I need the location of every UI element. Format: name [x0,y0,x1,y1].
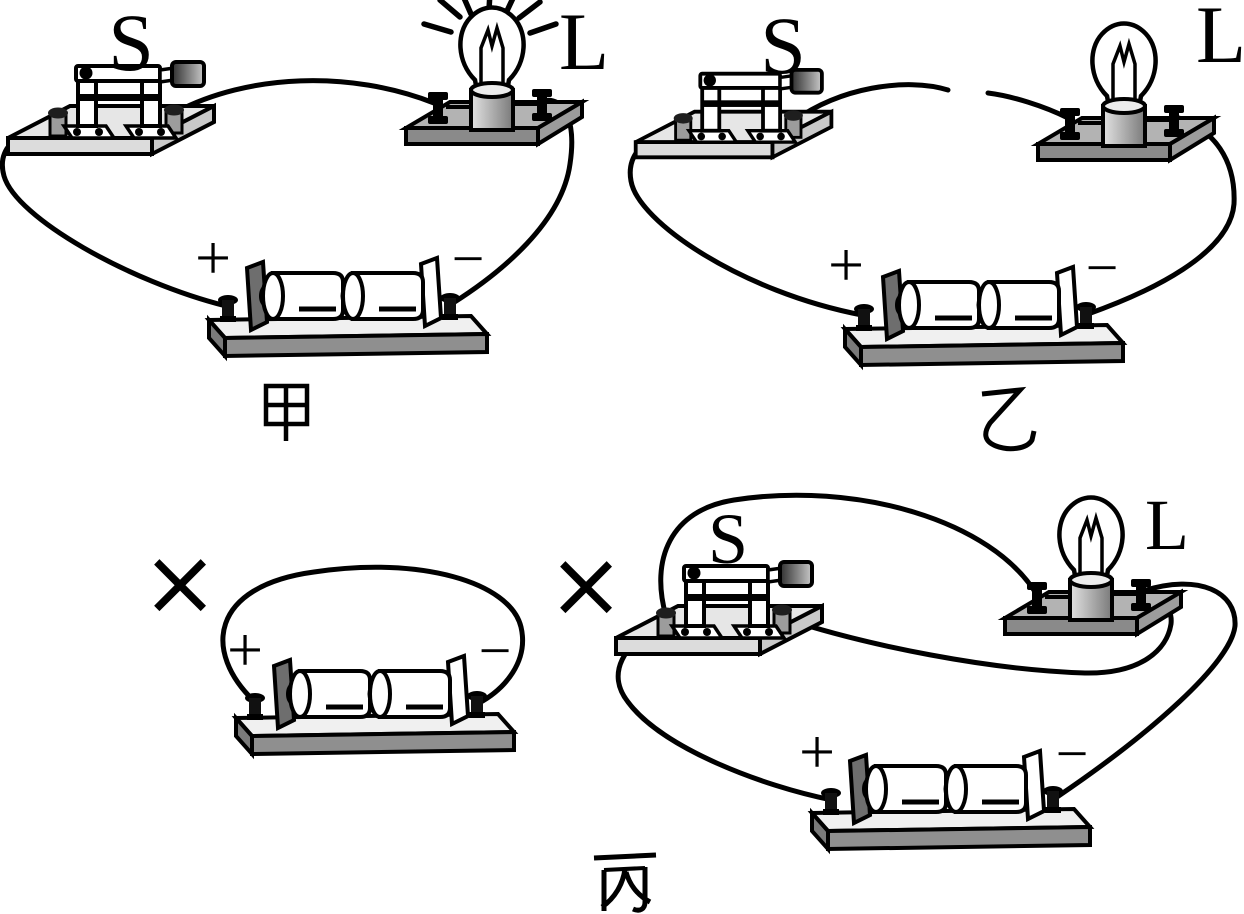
wrong-cross-mark: × [547,531,624,638]
figure-bing: + − × S L + − × [141,485,1238,913]
battery [209,258,487,356]
switch-label: S [760,0,806,91]
circuit-yi: S L + − [627,0,1244,452]
battery [812,751,1090,849]
caption-yi-glyph [981,386,1037,452]
wrong-cross-mark: × [141,529,218,636]
battery [236,656,514,754]
wire-short-loop [220,564,525,706]
wire-break-to-lamp [985,90,1071,121]
wire-over-switch-to-lamp [658,492,1040,619]
bing-right-short-circuit: S L + − × [547,485,1238,849]
lamp [1038,24,1214,161]
bing-left-short-circuit: + − × [141,529,525,754]
battery-plus-sign: + [227,614,263,685]
lamp-label: L [1145,485,1189,565]
battery-plus-sign: + [799,716,835,787]
battery [845,267,1123,365]
switch-label: S [708,499,748,579]
wire-lamp-to-battery-minus [1054,581,1238,800]
battery-plus-sign: + [195,222,231,293]
caption-jia-glyph [263,383,310,441]
lamp-label: L [559,0,609,87]
switch-label: S [108,0,154,88]
lamp-label: L [1196,0,1244,80]
battery-minus-sign: − [1086,235,1119,300]
battery-plus-sign: + [828,229,864,300]
battery-minus-sign: − [479,618,512,683]
battery-minus-sign: − [452,226,485,291]
wire-switch-to-lamp [173,78,437,115]
caption-bing-glyph [593,852,657,913]
battery-minus-sign: − [1056,721,1089,786]
circuit-jia: S L + − [0,0,609,441]
